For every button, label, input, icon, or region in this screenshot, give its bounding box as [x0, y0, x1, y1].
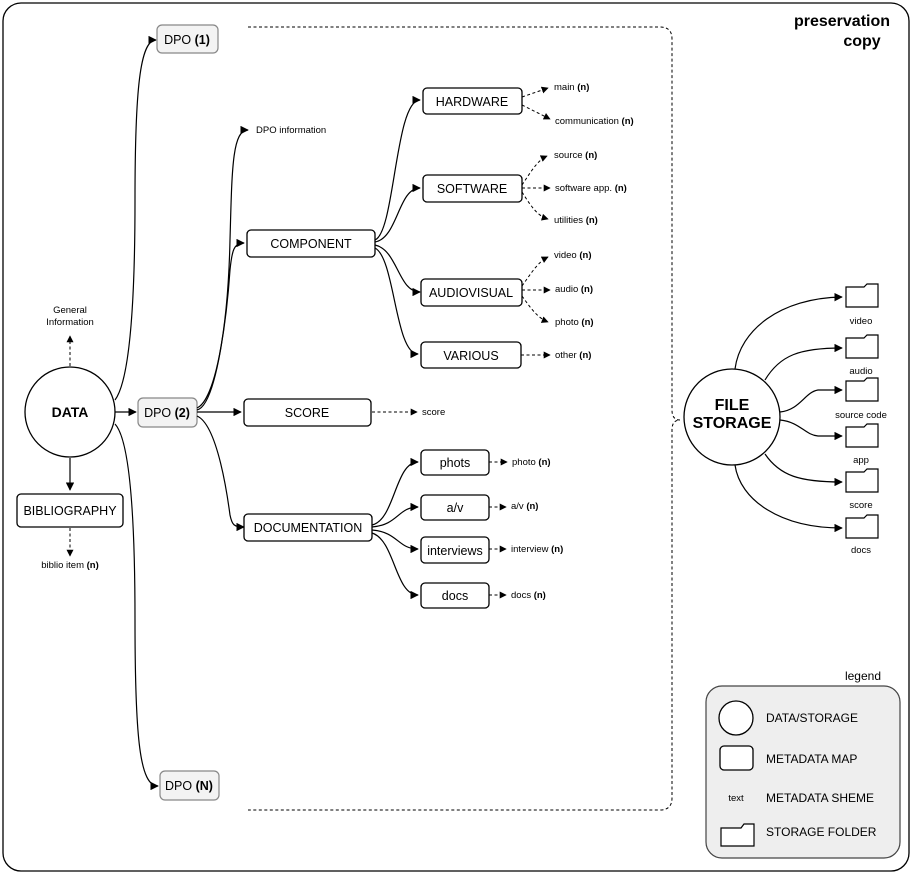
- storage-folder-score: score: [849, 500, 872, 511]
- hardware-label: HARDWARE: [436, 95, 508, 109]
- folder-icon: [720, 823, 755, 847]
- score-meta-label: score: [422, 407, 445, 418]
- storage-folder-video: video: [850, 316, 873, 327]
- legend-metadata-scheme: METADATA SHEME: [766, 791, 874, 805]
- component-to-various: [374, 247, 419, 359]
- audiovisual-meta-2: audio (n): [555, 284, 593, 295]
- hardware-meta-arrow-1: [521, 86, 549, 98]
- dpo-n-label: DPO (N): [165, 779, 213, 793]
- software-meta-arrow-1: [521, 155, 548, 186]
- documentation-meta-1: photo (n): [512, 457, 551, 468]
- interviews-label: interviews: [427, 544, 483, 558]
- legend-storage-folder: STORAGE FOLDER: [766, 825, 877, 839]
- file-storage-circle[interactable]: [683, 368, 781, 466]
- documentation-to-interviews: [371, 529, 419, 554]
- audiovisual-meta-1: video (n): [554, 250, 592, 261]
- legend-text-sample: text: [728, 793, 744, 804]
- audiovisual-meta-arrow-1: [521, 256, 549, 287]
- legend-title: legend: [845, 669, 881, 683]
- storage-to-docs: [734, 464, 843, 533]
- software-meta-arrow-3: [521, 191, 549, 221]
- storage-to-score: [764, 453, 843, 487]
- file-storage-line2: STORAGE: [693, 415, 772, 432]
- software-meta-1: source (n): [554, 150, 597, 161]
- component-box[interactable]: [246, 229, 376, 258]
- various-meta-1: other (n): [555, 350, 591, 361]
- data-label: DATA: [52, 404, 89, 420]
- data-to-dpo1: [114, 35, 157, 401]
- software-label: SOFTWARE: [437, 182, 507, 196]
- folder-icon: [845, 423, 879, 448]
- documentation-box[interactable]: [243, 513, 373, 542]
- storage-to-video: [734, 292, 843, 370]
- dpo2-to-component: [196, 238, 245, 411]
- hardware-box[interactable]: [422, 87, 523, 115]
- storage-folder-app: app: [853, 455, 869, 466]
- legend-box-icon: [719, 745, 754, 771]
- audiovisual-label: AUDIOVISUAL: [429, 286, 513, 300]
- hardware-meta-arrow-2: [521, 104, 551, 120]
- av-label: a/v: [447, 501, 464, 515]
- docs-label: docs: [442, 589, 468, 603]
- folder-icon: [845, 377, 879, 402]
- legend-data-storage: DATA/STORAGE: [766, 711, 858, 725]
- score-box[interactable]: [243, 398, 372, 427]
- folder-icon: [845, 514, 879, 539]
- storage-folder-source-code: source code: [835, 410, 887, 421]
- dpo-1-box[interactable]: [156, 24, 219, 54]
- documentation-label: DOCUMENTATION: [254, 521, 363, 535]
- data-to-dpoN: [114, 423, 159, 791]
- dpo-1-label: DPO (1): [164, 33, 210, 47]
- dpo-bracket: [248, 26, 681, 811]
- general-info-line2: Information: [46, 317, 94, 328]
- documentation-meta-4: docs (n): [511, 590, 546, 601]
- score-label: SCORE: [285, 406, 329, 420]
- general-info-line1: General: [53, 305, 87, 316]
- dpo2-to-documentation: [196, 415, 245, 532]
- title-line1: preservation: [794, 13, 890, 30]
- audiovisual-box[interactable]: [420, 278, 523, 307]
- storage-to-app: [779, 419, 843, 441]
- title-line2: copy: [843, 33, 880, 50]
- documentation-to-phots: [371, 457, 419, 526]
- folder-icon: [845, 283, 879, 308]
- audiovisual-meta-arrow-3: [521, 295, 549, 323]
- documentation-meta-2: a/v (n): [511, 501, 538, 512]
- folder-icon: [845, 334, 879, 359]
- software-meta-2: software app. (n): [555, 183, 627, 194]
- bibliography-box[interactable]: [16, 493, 124, 528]
- documentation-to-docs: [371, 532, 419, 600]
- storage-folder-docs: docs: [851, 545, 871, 556]
- interviews-box[interactable]: [420, 536, 490, 564]
- dpo-2-label: DPO (2): [144, 406, 190, 420]
- biblio-item-label: biblio item (n): [41, 560, 99, 571]
- hardware-meta-2: communication (n): [555, 116, 634, 127]
- storage-to-audio: [764, 343, 843, 381]
- dpo-information-label: DPO information: [256, 125, 326, 136]
- dpo-n-box[interactable]: [159, 770, 220, 801]
- legend-metadata-map: METADATA MAP: [766, 752, 857, 766]
- software-meta-3: utilities (n): [554, 215, 598, 226]
- file-storage-line1: FILE: [715, 397, 750, 414]
- phots-label: phots: [440, 456, 471, 470]
- hardware-meta-1: main (n): [554, 82, 589, 93]
- bibliography-label: BIBLIOGRAPHY: [23, 504, 117, 518]
- component-to-audiovisual: [374, 244, 421, 297]
- dpo2-to-info: [196, 125, 249, 409]
- documentation-meta-3: interview (n): [511, 544, 563, 555]
- folder-icon: [845, 468, 879, 493]
- storage-to-source-code: [779, 385, 843, 413]
- storage-folder-audio: audio: [849, 366, 872, 377]
- component-label: COMPONENT: [270, 237, 352, 251]
- various-label: VARIOUS: [443, 349, 498, 363]
- component-to-hardware: [374, 95, 421, 241]
- documentation-to-av: [371, 502, 419, 528]
- component-to-software: [374, 183, 421, 243]
- legend-circle-icon: [718, 700, 754, 736]
- legend-panel: [705, 685, 901, 859]
- audiovisual-meta-3: photo (n): [555, 317, 594, 328]
